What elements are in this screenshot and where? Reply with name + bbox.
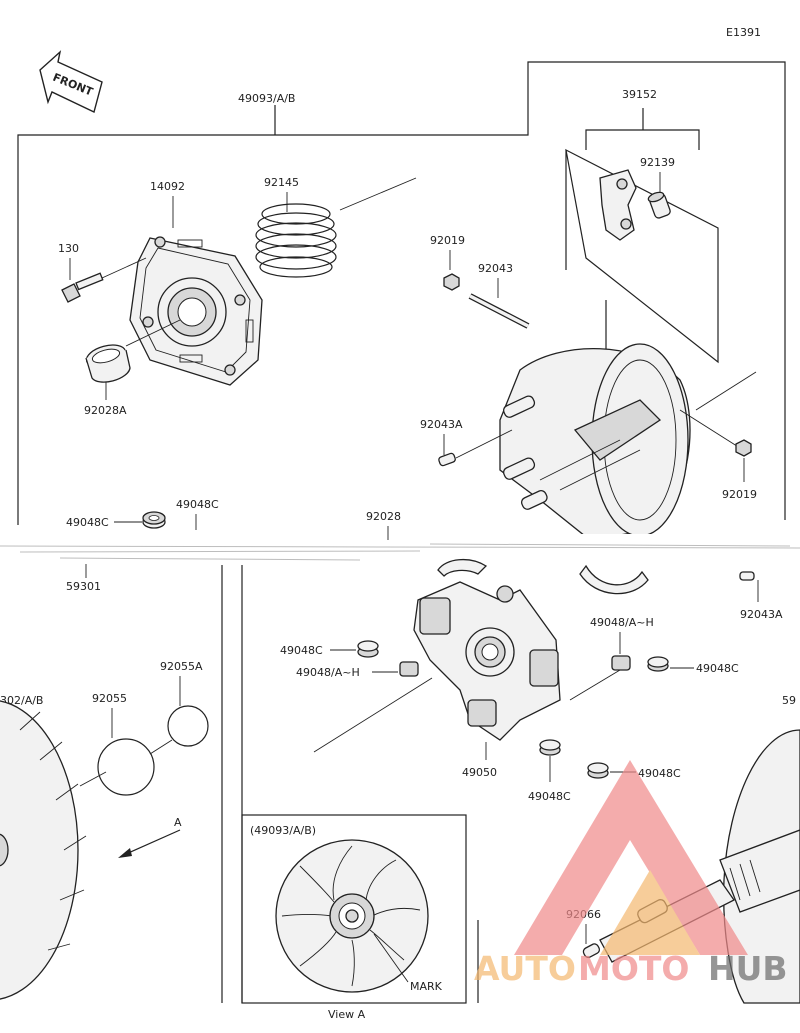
- washer-49048C-5: [539, 739, 561, 756]
- view-a-label: View A: [328, 1008, 366, 1021]
- fixed-sheave-left: [0, 700, 87, 1000]
- label-92019-top: 92019: [430, 234, 465, 247]
- pin-92139: [647, 191, 671, 219]
- mark-label: MARK: [410, 980, 443, 993]
- label-49050: 49050: [462, 766, 497, 779]
- label-130: 130: [58, 242, 79, 255]
- bolt-130: [61, 272, 104, 303]
- label-92028A: 92028A: [84, 404, 127, 417]
- inset-title: (49093/A/B): [250, 824, 316, 837]
- slider-49048-left: [399, 661, 419, 677]
- view-arrow: [125, 829, 181, 855]
- label-14092: 14092: [150, 180, 185, 193]
- o-ring-92055: [97, 738, 155, 796]
- slider-49048-right: [611, 655, 631, 671]
- label-59301: 59301: [66, 580, 101, 593]
- ramp-plate-49050: [413, 581, 561, 741]
- label-92028: 92028: [366, 510, 401, 523]
- bushing-halves-92028: [437, 559, 649, 595]
- label-49048C-5: 49048C: [528, 790, 571, 803]
- front-arrow-icon: FRONT: [39, 50, 103, 113]
- label-92043A: 92043A: [420, 418, 463, 431]
- washer-49048C-6: [587, 762, 609, 779]
- label-59-cut: 59: [782, 694, 796, 707]
- diagram-code: E1391: [726, 26, 761, 39]
- nut-92019-right: [735, 439, 752, 457]
- assembly-bracket: [17, 61, 786, 525]
- label-92055: 92055: [92, 692, 127, 705]
- label-49048C-6: 49048C: [638, 767, 681, 780]
- label-A: A: [174, 816, 182, 829]
- nut-92019-top: [443, 273, 460, 291]
- label-49048C-2: 49048C: [176, 498, 219, 511]
- watermark-auto: AUTO: [474, 949, 576, 988]
- label-92139: 92139: [640, 156, 675, 169]
- label-49093: 49093/A/B: [238, 92, 295, 105]
- label-92043-top: 92043: [478, 262, 513, 275]
- label-49048AH-2: 49048/A~H: [296, 666, 360, 679]
- pin-92043A: [438, 452, 456, 467]
- link-bracket-box: [565, 108, 719, 364]
- watermark-moto: MOTO: [578, 949, 689, 988]
- washer-49048C-3: [647, 656, 669, 672]
- scan-noise-band: [0, 543, 800, 561]
- label-39152: 39152: [622, 88, 657, 101]
- label-92019-right: 92019: [722, 488, 757, 501]
- label-92055A: 92055A: [160, 660, 203, 673]
- label-49048C-3: 49048C: [696, 662, 739, 675]
- o-ring-92055A: [167, 705, 209, 747]
- shaft-92043: [468, 293, 530, 329]
- label-49048AH-1: 49048/A~H: [590, 616, 654, 629]
- watermark-hub: HUB: [708, 949, 788, 988]
- cover-14092: [129, 236, 263, 386]
- label-92043A-right: 92043A: [740, 608, 783, 621]
- spring-92145: [255, 177, 417, 278]
- washer-49048C-4: [357, 640, 379, 658]
- label-49048C-1: 49048C: [66, 516, 109, 529]
- watermark-logo: AUTO MOTO HUB: [474, 760, 788, 988]
- washer-49048C-1: [142, 511, 166, 529]
- bushing-92028A: [85, 344, 131, 383]
- pin-92043A-right: [739, 571, 755, 581]
- label-49048C-4: 49048C: [280, 644, 323, 657]
- movable-sheave: [499, 343, 757, 541]
- view-a-inset: [241, 814, 467, 1004]
- label-92145: 92145: [264, 176, 299, 189]
